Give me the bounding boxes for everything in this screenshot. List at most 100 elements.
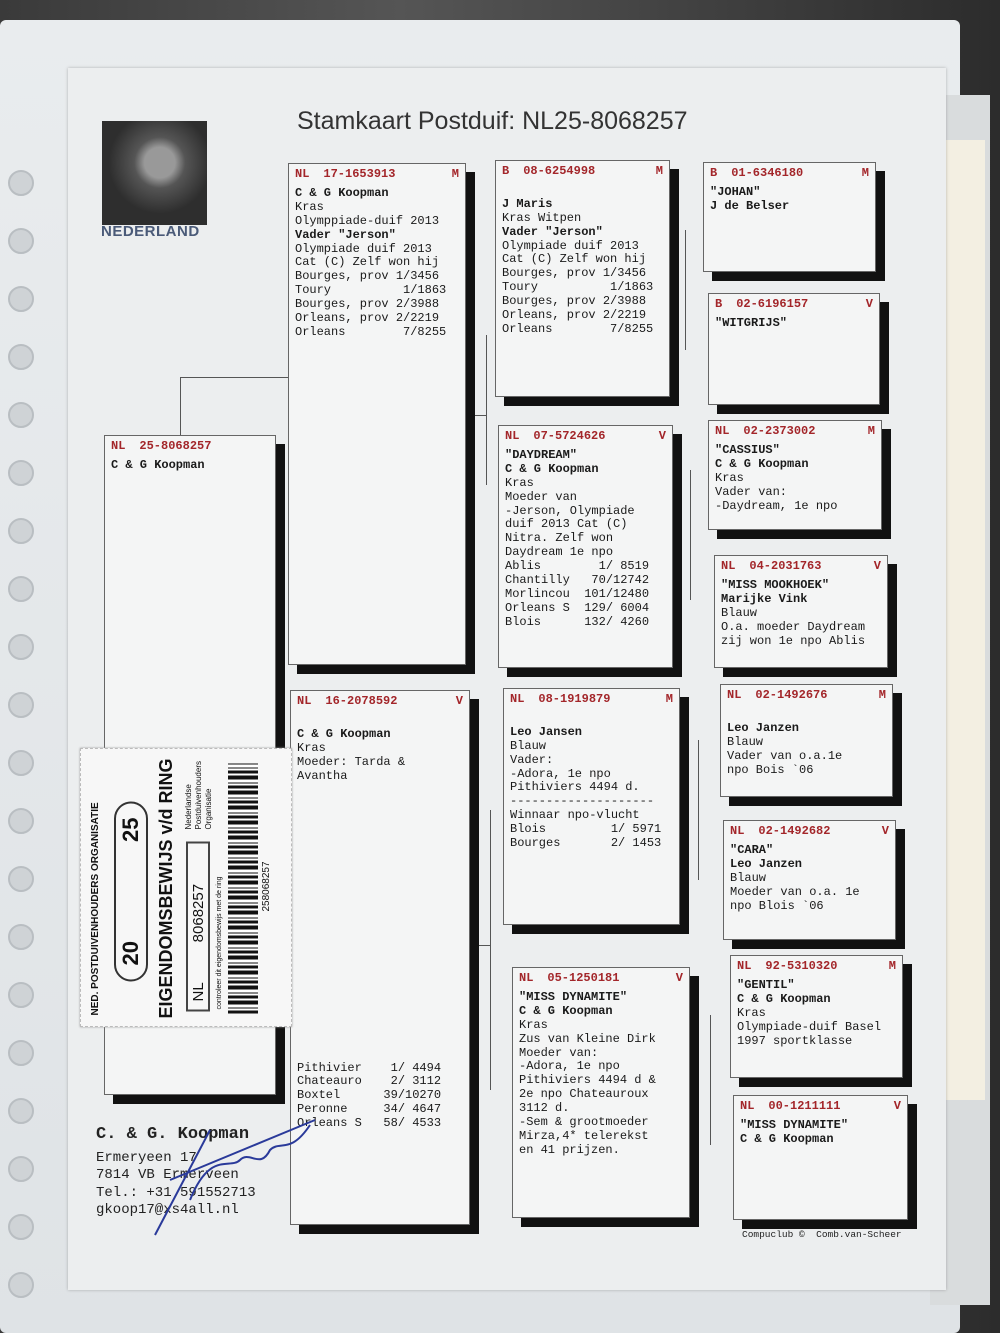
- sticker-year-left: 20: [118, 940, 143, 965]
- box-line: C & G Koopman: [505, 461, 599, 476]
- punch-hole: [8, 750, 34, 776]
- ring-number: 07-5724626: [533, 429, 606, 443]
- box-line: Orleans, prov 2/2219: [295, 311, 440, 326]
- box-line: C & G Koopman: [111, 457, 205, 472]
- ring-number: 02-1492676: [755, 688, 828, 702]
- connector-line: [470, 945, 490, 946]
- ring-country: NL: [505, 429, 520, 443]
- box-line: ​: [297, 1006, 463, 1020]
- npo-line: Nederlandse: [184, 783, 193, 829]
- box-line: C & G Koopman: [740, 1131, 834, 1146]
- signature: [154, 1119, 316, 1236]
- box-line: ​: [297, 936, 463, 950]
- box-line: ​: [297, 923, 463, 937]
- box-line: ​: [297, 839, 463, 853]
- box-line: 3112 d.: [519, 1101, 570, 1116]
- box-line: Vader:: [510, 752, 554, 767]
- ring-number: 05-1250181: [547, 971, 620, 985]
- punch-hole: [8, 460, 34, 486]
- punch-hole: [8, 1156, 34, 1182]
- box-line: Blois 1/ 5971: [510, 822, 662, 837]
- barcode-number: 258068257: [261, 860, 272, 911]
- box-line: "WITGRIJS": [715, 315, 788, 330]
- connector-line: [698, 740, 699, 880]
- ring-header: NL 05-1250181 V: [519, 971, 683, 986]
- box-line: Orleans S 58/ 4533: [297, 1116, 442, 1131]
- box-line: ​: [297, 811, 463, 825]
- box-line: ​: [727, 708, 886, 722]
- ring-number: 02-1492682: [758, 824, 831, 838]
- box-line: C & G Koopman: [295, 185, 389, 200]
- photo-caption: NEDERLAND: [101, 223, 200, 240]
- connector-line: [466, 415, 486, 416]
- box-line: Olympiade duif 2013: [502, 238, 639, 253]
- box-line: Bourges, prov 2/3988: [295, 297, 440, 312]
- punch-hole: [8, 924, 34, 950]
- box-line: Cat (C) Zelf won hij: [295, 255, 440, 270]
- punch-hole: [8, 1040, 34, 1066]
- ring-country: NL: [297, 694, 312, 708]
- box-line: Kras Witpen: [502, 210, 582, 225]
- box-line: Moeder van: [505, 489, 578, 504]
- box-line: C & G Koopman: [297, 726, 391, 741]
- connector-line: [486, 335, 487, 485]
- sex-marker: V: [865, 297, 873, 311]
- ring-country: NL: [519, 971, 534, 985]
- box-line: ​: [297, 895, 463, 909]
- box-line: Pithiviers 4494 d &: [519, 1073, 656, 1088]
- box-line: "GENTIL": [737, 977, 795, 992]
- box-line: ​: [297, 1020, 463, 1034]
- box-line: npo Bois `06: [727, 762, 814, 777]
- sex-marker: M: [665, 692, 673, 706]
- ring-number: 01-6346180: [731, 166, 804, 180]
- box-line: Moeder van o.a. 1e: [730, 884, 860, 899]
- box-line: -Jerson, Olympiade: [505, 503, 635, 518]
- footer-credit: Compuclub © Comb.van-Scheer: [742, 1229, 902, 1240]
- ring-country: NL: [721, 559, 736, 573]
- box-line: Blauw: [721, 605, 758, 620]
- box-line: Ablis 1/ 8519: [505, 559, 650, 574]
- box-line: --------------------: [510, 794, 655, 809]
- owner-photo: [102, 121, 207, 225]
- npo-line: Organisatie: [204, 788, 213, 829]
- punch-hole: [8, 228, 34, 254]
- connector-line: [180, 377, 181, 435]
- box-line: 2e npo Chateauroux: [519, 1087, 649, 1102]
- punch-hole: [8, 518, 34, 544]
- box-line: "MISS DYNAMITE": [740, 1117, 849, 1132]
- box-line: ​: [297, 909, 463, 923]
- ring-country: NL: [727, 688, 742, 702]
- ring-number: 04-2031763: [749, 559, 822, 573]
- ownership-certificate-sticker: NED. POSTDUIVENHOUDERS ORGANISATIE 20 25…: [80, 748, 292, 1027]
- box-line: Blauw: [727, 734, 764, 749]
- box-line: npo Blois `06: [730, 898, 824, 913]
- ring-country: B: [710, 166, 718, 180]
- box-line: "MISS MOOKHOEK": [721, 577, 830, 592]
- box-line: ​: [297, 1034, 463, 1048]
- box-line: Morlincou 101/12480: [505, 586, 650, 601]
- ring-country: NL: [715, 424, 730, 438]
- punch-hole: [8, 1214, 34, 1240]
- owner-city: 7814 VB Ermerveen: [96, 1167, 239, 1183]
- box-line: ​: [297, 783, 463, 797]
- box-line: ​: [297, 964, 463, 978]
- sex-marker: V: [675, 971, 683, 985]
- box-line: Bourges, prov 1/3456: [502, 266, 647, 281]
- sticker-npo-logo: Nederlandse Postduivenhouders Organisati…: [184, 761, 214, 830]
- sticker-ring-number: 8068257: [189, 883, 207, 942]
- box-line: Olympiade-duif Basel: [737, 1019, 882, 1034]
- punch-hole: [8, 1272, 34, 1298]
- box-line: "CARA": [730, 842, 774, 857]
- box-line: Blauw: [730, 870, 767, 885]
- connector-line: [685, 230, 686, 350]
